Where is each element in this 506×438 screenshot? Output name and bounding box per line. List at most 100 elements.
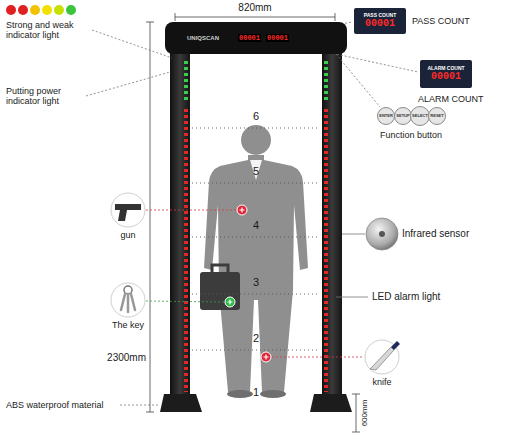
alarm-led-strip (184, 108, 188, 392)
width-dimension: 820mm (238, 2, 271, 14)
counter-display: PASS COUNT00001 (354, 8, 406, 34)
alarm-dot (237, 205, 247, 215)
indicator-label: Strong and weak indicator light (6, 20, 88, 41)
zone-line (192, 350, 320, 351)
zone-line (192, 128, 320, 129)
shirt (250, 160, 262, 180)
light (42, 5, 52, 15)
power-led-strip (184, 58, 188, 100)
zone-line (192, 237, 320, 238)
panel-counter: 00001 (238, 34, 261, 42)
button-label: ENTER (379, 114, 393, 118)
person-silhouette (200, 125, 308, 398)
object-label: gun (120, 230, 135, 240)
zone-number: 4 (253, 219, 259, 232)
button-label: RESET (430, 114, 443, 118)
function-button: RESET (428, 107, 446, 125)
brand-logo: UNIQSCAN (187, 35, 219, 42)
alarm-dot (261, 352, 271, 362)
panel-counter: 00001 (266, 34, 289, 42)
knife-blade (370, 347, 394, 370)
part-label: Function button (380, 130, 442, 140)
part-label: LED alarm light (372, 291, 440, 303)
key-symbol (121, 294, 135, 312)
counter-display: ALARM COUNT00001 (420, 60, 472, 88)
zone-number: 1 (253, 386, 259, 399)
function-button: SELECT (410, 106, 430, 126)
counter-title: PASS COUNT (364, 13, 396, 19)
leader-line (336, 54, 380, 107)
base-dimension: 600mm (360, 400, 369, 427)
leader-line (336, 297, 368, 298)
infrared-sensor (366, 218, 398, 250)
zone-number: 5 (253, 165, 259, 178)
button-label: SELECT (412, 114, 428, 118)
power-led-strip (324, 58, 328, 100)
height-dimension: 2300mm (107, 352, 146, 364)
knife-handle (391, 341, 400, 350)
counter-title: ALARM COUNT (427, 66, 464, 72)
zone-number: 3 (253, 276, 259, 289)
light (6, 5, 16, 15)
dimension-lines (146, 13, 360, 432)
zone-lines (192, 128, 320, 350)
indicator-label: Putting power indicator light (6, 86, 82, 107)
zone-line (192, 183, 320, 184)
gun-icon (111, 193, 145, 227)
counter-digits: 00001 (431, 71, 461, 82)
leader-line (86, 72, 170, 96)
key-icon (111, 283, 145, 317)
leader-line (120, 405, 158, 406)
shoe (260, 390, 286, 398)
base-foot (160, 394, 202, 412)
shoe (227, 390, 253, 398)
counter-digits: 00001 (365, 18, 395, 29)
icon-circle (111, 283, 145, 317)
plus-sign (240, 208, 245, 213)
leader-lines (86, 22, 418, 405)
button-label: SETUP (396, 114, 409, 118)
base-dimension-line (352, 394, 360, 432)
part-label: ABS waterproof material (6, 400, 104, 410)
icon-circle (365, 340, 399, 374)
counter-label: PASS COUNT (412, 16, 470, 26)
zone-number: 6 (253, 110, 259, 123)
sensor-lens (379, 231, 385, 237)
height-dimension-line (146, 22, 154, 412)
leader-line (146, 301, 224, 302)
base-foot (310, 394, 352, 412)
plus-sign (228, 300, 233, 305)
gun-symbol (115, 204, 141, 221)
function-button: ENTER (377, 107, 395, 125)
knife-icon (365, 340, 400, 374)
icon-circle (111, 193, 145, 227)
width-dimension-line (175, 13, 335, 21)
head (241, 125, 271, 155)
leader-line (92, 30, 172, 58)
leader-line (342, 234, 365, 235)
light (18, 5, 28, 15)
sensor-icon (366, 218, 398, 250)
leader-line (272, 357, 364, 358)
counter-label: ALARM COUNT (418, 94, 484, 104)
right-pillar (322, 50, 342, 396)
zone-line (192, 294, 320, 295)
light (66, 5, 76, 15)
indicator-lights (6, 5, 76, 15)
detection-marks (225, 205, 271, 362)
briefcase (200, 272, 240, 310)
leader-line (146, 210, 236, 211)
alarm-led-strip (324, 108, 328, 392)
briefcase-handle (212, 265, 228, 272)
detector-frame (160, 50, 352, 412)
pass-dot (225, 297, 235, 307)
part-label: Infrared sensor (402, 228, 469, 240)
light (54, 5, 64, 15)
object-label: The key (112, 320, 144, 330)
left-pillar (170, 50, 190, 396)
light (30, 5, 40, 15)
plus-sign (264, 355, 269, 360)
zone-number: 2 (253, 332, 259, 345)
object-label: knife (372, 377, 391, 387)
